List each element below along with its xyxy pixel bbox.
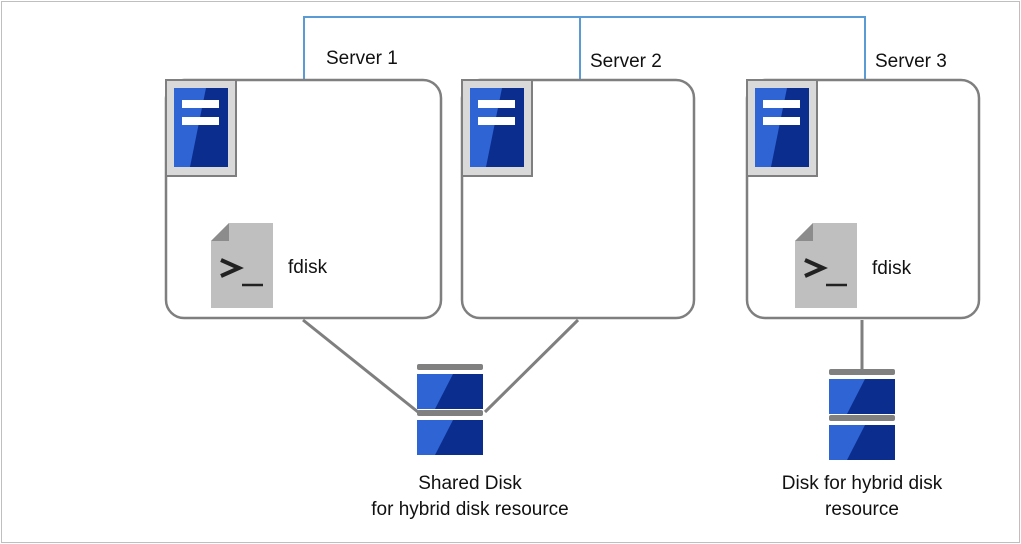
server-icon [746, 79, 818, 177]
server-icon [461, 79, 533, 177]
disk-connector [483, 318, 580, 414]
hybrid-disk-caption-line2: resource [825, 499, 899, 520]
shared-disk-caption: Shared Disk for hybrid disk resource [320, 471, 620, 523]
terminal-file-icon [795, 223, 857, 308]
shared-disk-caption-line2: for hybrid disk resource [371, 499, 569, 520]
terminal-file-icon [211, 223, 273, 308]
fdisk-label-server-1: fdisk [288, 257, 328, 278]
server-1-label: Server 1 [326, 48, 398, 69]
server-icon [165, 79, 237, 177]
hybrid-disk-caption-line1: Disk for hybrid disk [781, 473, 943, 494]
disk-connector [302, 318, 419, 414]
shared-disk-caption-line1: Shared Disk [418, 473, 522, 494]
server-2-label: Server 2 [590, 51, 662, 72]
disk-icon [829, 369, 895, 460]
fdisk-label-server-3: fdisk [872, 258, 912, 279]
network-line [303, 16, 866, 80]
hybrid-disk-caption: Disk for hybrid disk resource [742, 471, 982, 523]
disk-icon [417, 364, 483, 455]
server-3-label: Server 3 [875, 51, 947, 72]
